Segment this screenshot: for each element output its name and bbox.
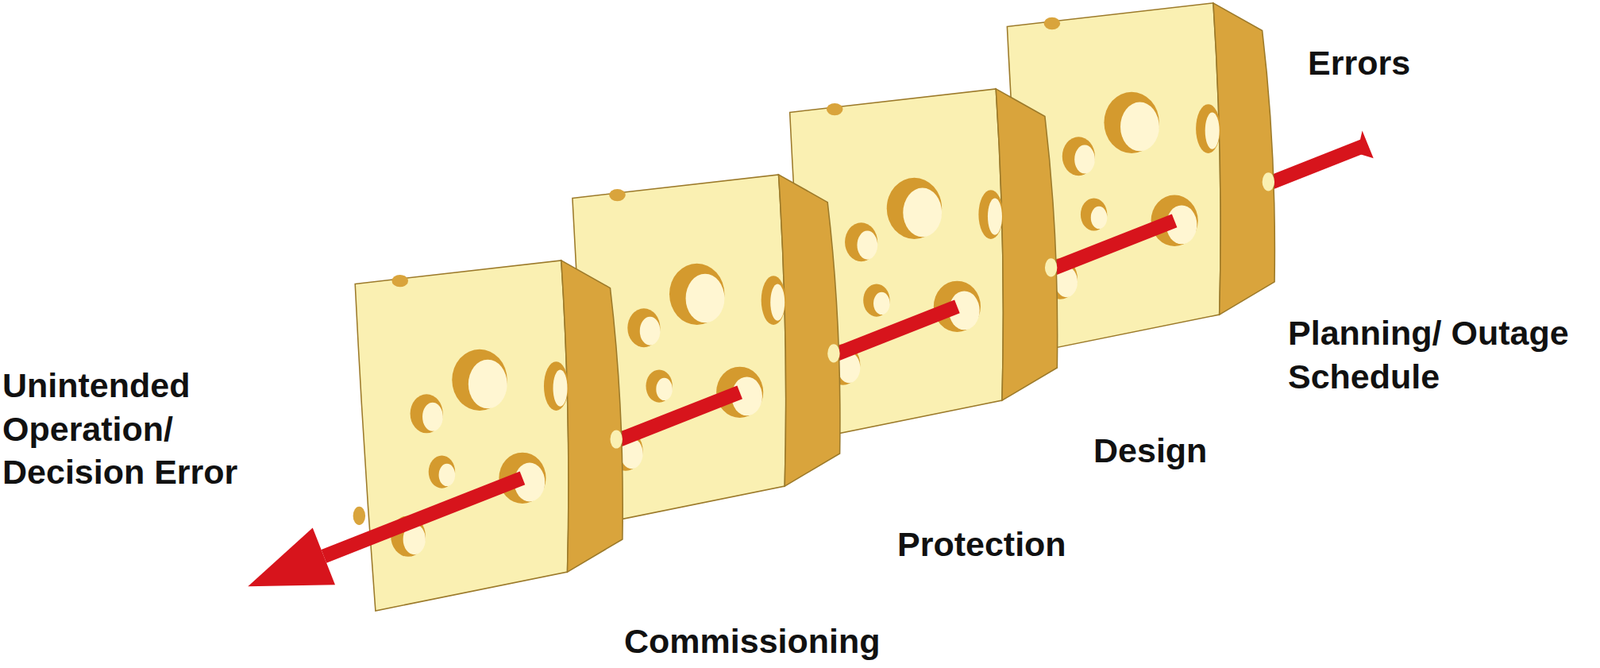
arrow-head	[247, 527, 336, 587]
stage-label: Design	[1093, 428, 1332, 473]
cheese-slice	[353, 260, 624, 611]
stage-label: Planning/ Outage Schedule	[1287, 311, 1600, 398]
stage-label: Errors	[1307, 41, 1547, 85]
arrow-segment	[323, 478, 523, 557]
arrow-tail-end	[1357, 131, 1374, 159]
stage-label: Unintended Operation/ Decision Error	[2, 363, 273, 494]
stage-label: Commissioning	[624, 619, 958, 664]
stage-label: Protection	[897, 522, 1160, 567]
